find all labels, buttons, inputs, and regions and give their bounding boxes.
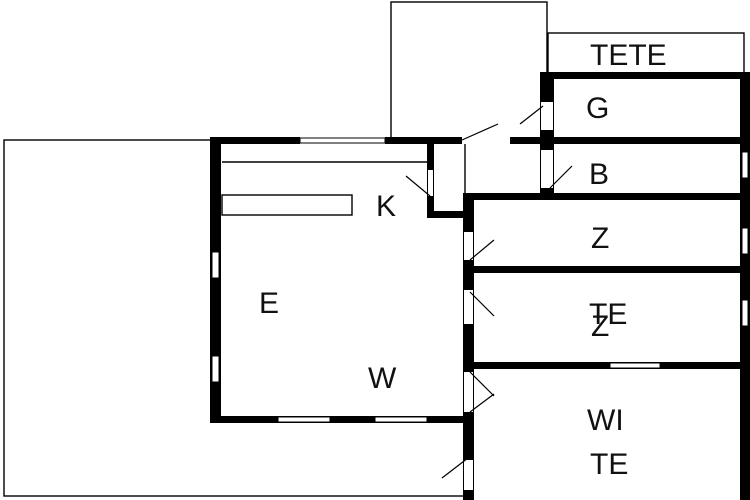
storage-block-outline (390, 1, 548, 139)
room-label-z-overlap: Z (591, 310, 609, 343)
door-gap-z (464, 232, 473, 260)
window-b (741, 151, 749, 179)
room-label-b: B (589, 158, 609, 191)
window-wi (609, 362, 661, 369)
window-left-lower (211, 355, 220, 383)
door-swing-bottom (441, 457, 469, 479)
door-swing-g (519, 105, 544, 125)
wall-main-top-right (385, 137, 433, 144)
window-bottom-right (374, 416, 428, 423)
door-swing-wi-2 (469, 393, 495, 413)
door-gap-top (462, 137, 510, 144)
door-gap-k (428, 170, 433, 196)
wall-center-vertical (463, 193, 474, 500)
room-label-e: E (259, 287, 279, 320)
room-label-te-bottom: TE (590, 448, 628, 481)
wall-main-top-left (210, 137, 300, 144)
door-swing-z (469, 239, 495, 261)
door-gap-wi (464, 372, 473, 412)
window-top (299, 137, 386, 144)
wall-te-bottom (463, 362, 750, 369)
window-z (741, 227, 749, 255)
door-gap-g (541, 102, 553, 130)
wall-k-step (427, 211, 469, 218)
wall-right (740, 72, 750, 500)
wall-main-left (210, 137, 221, 423)
wall-b-top (540, 137, 750, 144)
room-label-tete-top: TETE (590, 39, 667, 72)
kitchen-counter (221, 194, 353, 216)
wall-z-top (463, 193, 750, 200)
room-label-w: W (368, 362, 397, 395)
door-swing-wi (469, 371, 495, 397)
door-swing-top (461, 123, 499, 141)
room-label-k: K (376, 190, 396, 223)
wall-corridor-top-left (430, 137, 462, 144)
room-label-z: Z (591, 222, 609, 255)
door-swing-te (469, 291, 495, 317)
window-left-upper (211, 251, 220, 279)
window-te (741, 299, 749, 327)
wall-g-top (540, 72, 750, 79)
door-swing-k (405, 175, 431, 197)
room-label-wi: WI (587, 404, 624, 437)
room-label-te: TE (589, 298, 627, 331)
wall-z-bottom (463, 266, 750, 273)
door-gap-b (541, 150, 553, 188)
window-bottom-left (277, 416, 331, 423)
door-swing-b (549, 165, 573, 189)
room-label-g: G (586, 92, 609, 125)
door-gap-te (464, 290, 473, 324)
wall-main-bottom (210, 416, 470, 423)
door-gap-bottom (464, 460, 473, 490)
